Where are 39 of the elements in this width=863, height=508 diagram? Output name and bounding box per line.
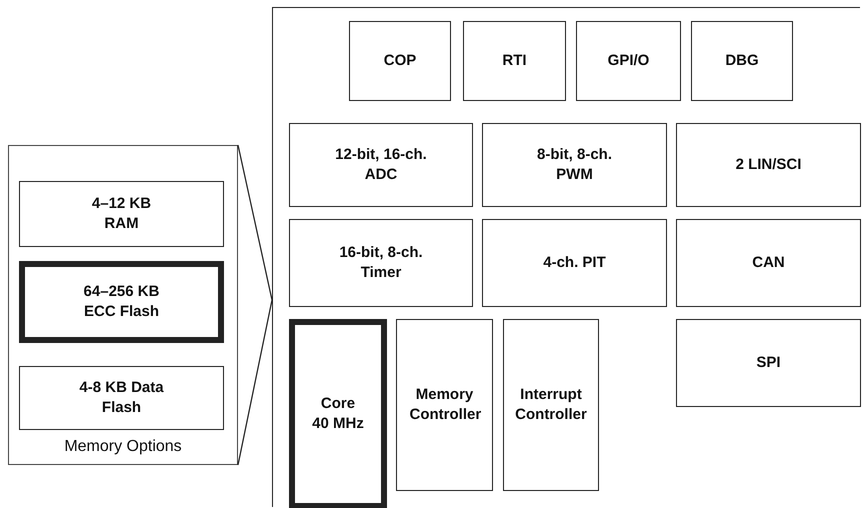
module-block	[463, 21, 566, 101]
block-label: SPI	[756, 353, 781, 373]
module-block	[576, 21, 681, 101]
module-block	[19, 366, 224, 430]
module-block	[482, 123, 667, 207]
block-label: GPI/O	[608, 51, 650, 71]
callout-line	[237, 300, 273, 466]
block-label: CAN	[752, 253, 785, 273]
module-block	[691, 21, 793, 101]
block-label: 4-8 KB Data Flash	[79, 378, 164, 418]
memory-panel	[8, 145, 238, 465]
module-block	[289, 219, 473, 307]
block-label: 4–12 KB RAM	[90, 194, 152, 234]
block-label: COP	[384, 51, 416, 71]
highlighted-block	[19, 261, 224, 343]
block-label: Memory Controller	[410, 385, 480, 425]
module-block	[482, 219, 667, 307]
block-label: 64–256 KB ECC Flash	[82, 282, 160, 322]
panel-title: Memory Options	[63, 438, 183, 456]
block-label: 8-bit, 8-ch. PWM	[536, 145, 613, 185]
block-label: Interrupt Controller	[514, 385, 588, 425]
block-label: RTI	[502, 51, 527, 71]
module-block	[503, 319, 599, 491]
module-block	[396, 319, 493, 491]
block-label: 16-bit, 8-ch. Timer	[338, 243, 424, 283]
highlighted-block	[289, 319, 387, 508]
module-block	[349, 21, 451, 101]
module-block	[676, 219, 861, 307]
block-label: 2 LIN/SCI	[736, 155, 802, 175]
module-block	[676, 123, 861, 207]
callout-line	[237, 144, 273, 300]
block-label: DBG	[725, 51, 759, 71]
block-label: Core 40 MHz	[311, 394, 365, 434]
module-block	[676, 319, 861, 407]
block-label: 4-ch. PIT	[543, 253, 606, 273]
block-label: 12-bit, 16-ch. ADC	[334, 145, 428, 185]
module-block	[289, 123, 473, 207]
module-block	[19, 181, 224, 247]
module-frame	[272, 7, 860, 507]
